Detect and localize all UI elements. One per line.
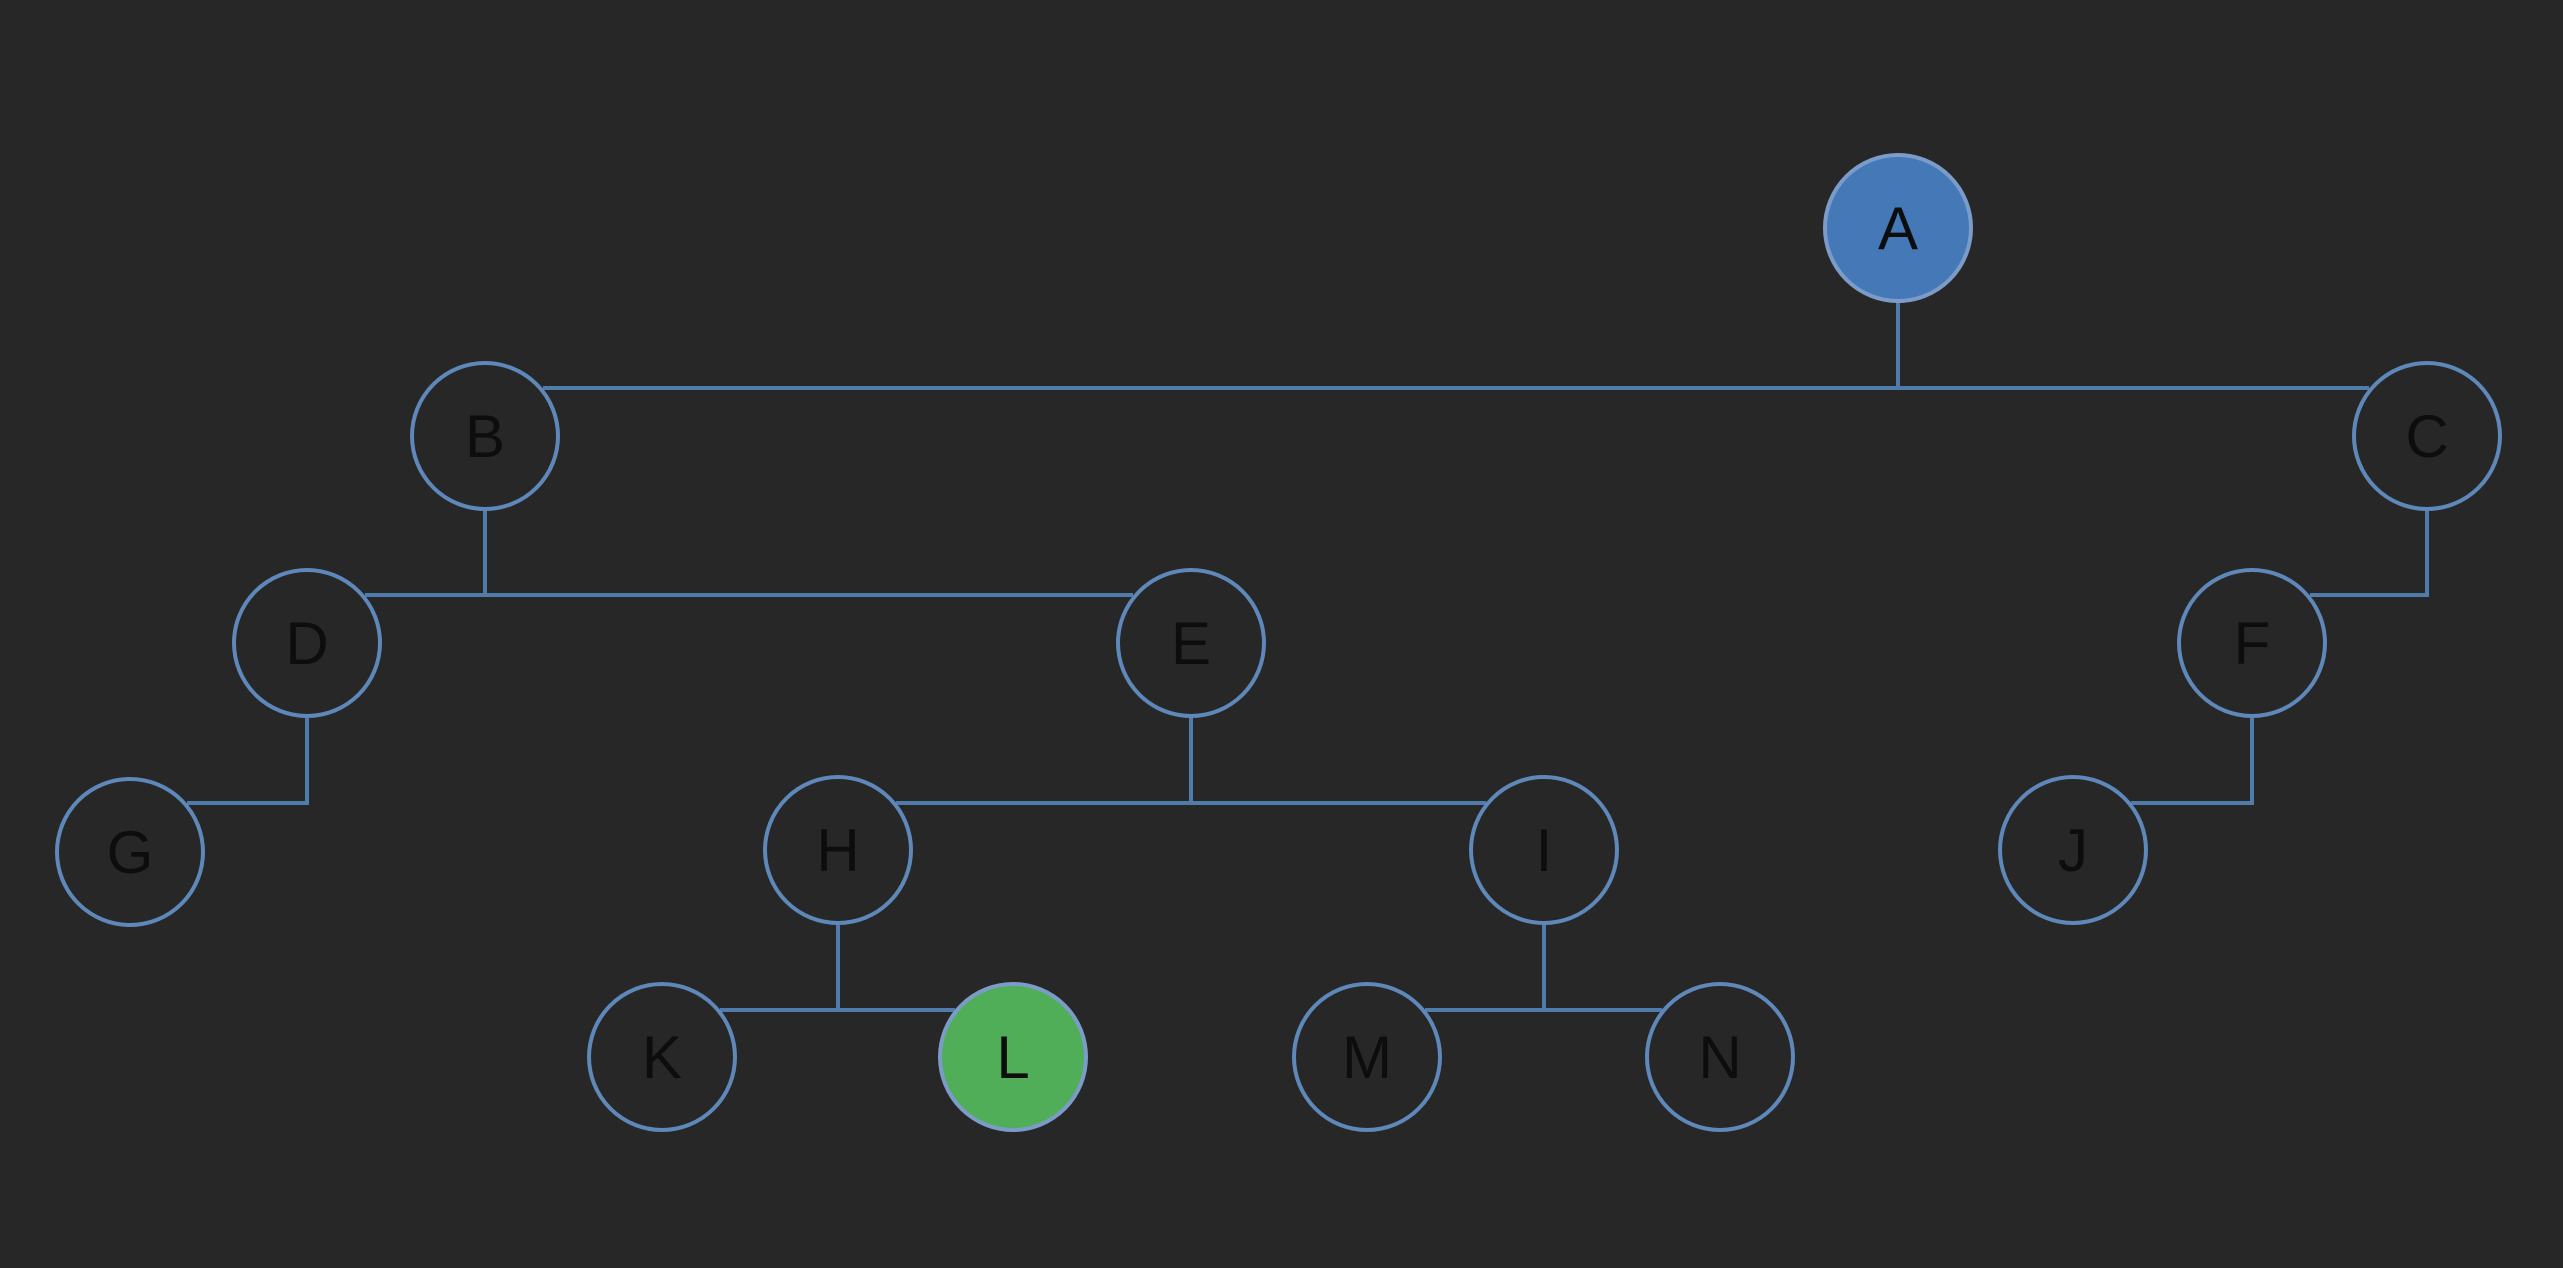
node-j-label: J xyxy=(2058,817,2088,884)
node-d[interactable]: D xyxy=(232,568,382,718)
connector-f-to-j xyxy=(2131,718,2254,805)
node-e[interactable]: E xyxy=(1116,568,1266,718)
node-k[interactable]: K xyxy=(587,982,737,1132)
node-h-label: H xyxy=(816,817,859,884)
node-d-label: D xyxy=(285,610,328,677)
node-f-circle xyxy=(2177,568,2327,718)
node-e-circle xyxy=(1116,568,1266,718)
node-i-label: I xyxy=(1536,817,1553,884)
node-k-label: K xyxy=(642,1024,682,1091)
node-f-label: F xyxy=(2234,610,2271,677)
node-a[interactable]: A xyxy=(1823,153,1973,303)
node-m-label: M xyxy=(1342,1024,1392,1091)
node-f[interactable]: F xyxy=(2177,568,2327,718)
node-i-circle xyxy=(1469,775,1619,925)
node-b-label: B xyxy=(465,403,505,470)
connector-layer xyxy=(187,303,2429,1012)
node-a-label: A xyxy=(1878,195,1918,262)
node-e-label: E xyxy=(1171,610,1211,677)
node-g-label: G xyxy=(107,819,154,886)
node-g[interactable]: G xyxy=(55,777,205,927)
node-c[interactable]: C xyxy=(2352,361,2502,511)
node-n[interactable]: N xyxy=(1645,982,1795,1132)
node-n-circle xyxy=(1645,982,1795,1132)
node-c-label: C xyxy=(2405,403,2448,470)
node-l-circle xyxy=(938,982,1088,1132)
node-l[interactable]: L xyxy=(938,982,1088,1132)
node-g-circle xyxy=(55,777,205,927)
node-b-circle xyxy=(410,361,560,511)
node-i[interactable]: I xyxy=(1469,775,1619,925)
node-b[interactable]: B xyxy=(410,361,560,511)
node-m[interactable]: M xyxy=(1292,982,1442,1132)
node-n-label: N xyxy=(1698,1024,1741,1091)
connector-d-to-g xyxy=(187,718,309,805)
node-h-circle xyxy=(763,775,913,925)
node-d-circle xyxy=(232,568,382,718)
node-a-circle xyxy=(1823,153,1973,303)
node-l-label: L xyxy=(996,1024,1029,1091)
node-layer: A B C D E F G H I J K L M N xyxy=(55,153,2502,1132)
node-k-circle xyxy=(587,982,737,1132)
node-m-circle xyxy=(1292,982,1442,1132)
node-h[interactable]: H xyxy=(763,775,913,925)
connector-c-to-f xyxy=(2310,511,2429,597)
node-j[interactable]: J xyxy=(1998,775,2148,925)
node-j-circle xyxy=(1998,775,2148,925)
node-c-circle xyxy=(2352,361,2502,511)
